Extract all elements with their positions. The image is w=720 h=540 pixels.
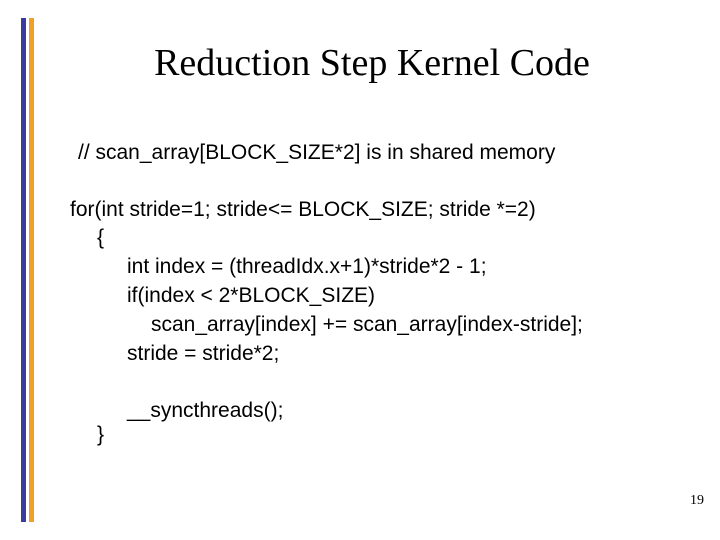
code-line-open-brace: {	[97, 226, 105, 249]
code-line-syncthreads: __syncthreads();	[127, 399, 284, 422]
accent-stripe-blue	[21, 18, 26, 522]
page-number: 19	[690, 493, 704, 508]
code-line-scan-array: scan_array[index] += scan_array[index-st…	[151, 313, 583, 336]
code-line-int-index: int index = (threadIdx.x+1)*stride*2 - 1…	[127, 255, 487, 278]
code-line-if-condition: if(index < 2*BLOCK_SIZE)	[127, 284, 376, 307]
code-line-close-brace: }	[97, 423, 105, 446]
code-line-stride-update: stride = stride*2;	[127, 342, 280, 365]
code-comment-line: // scan_array[BLOCK_SIZE*2] is in shared…	[78, 141, 556, 164]
code-line-for-loop: for(int stride=1; stride<= BLOCK_SIZE; s…	[70, 198, 536, 221]
slide-title: Reduction Step Kernel Code	[154, 42, 590, 84]
accent-stripe-orange	[29, 18, 34, 522]
